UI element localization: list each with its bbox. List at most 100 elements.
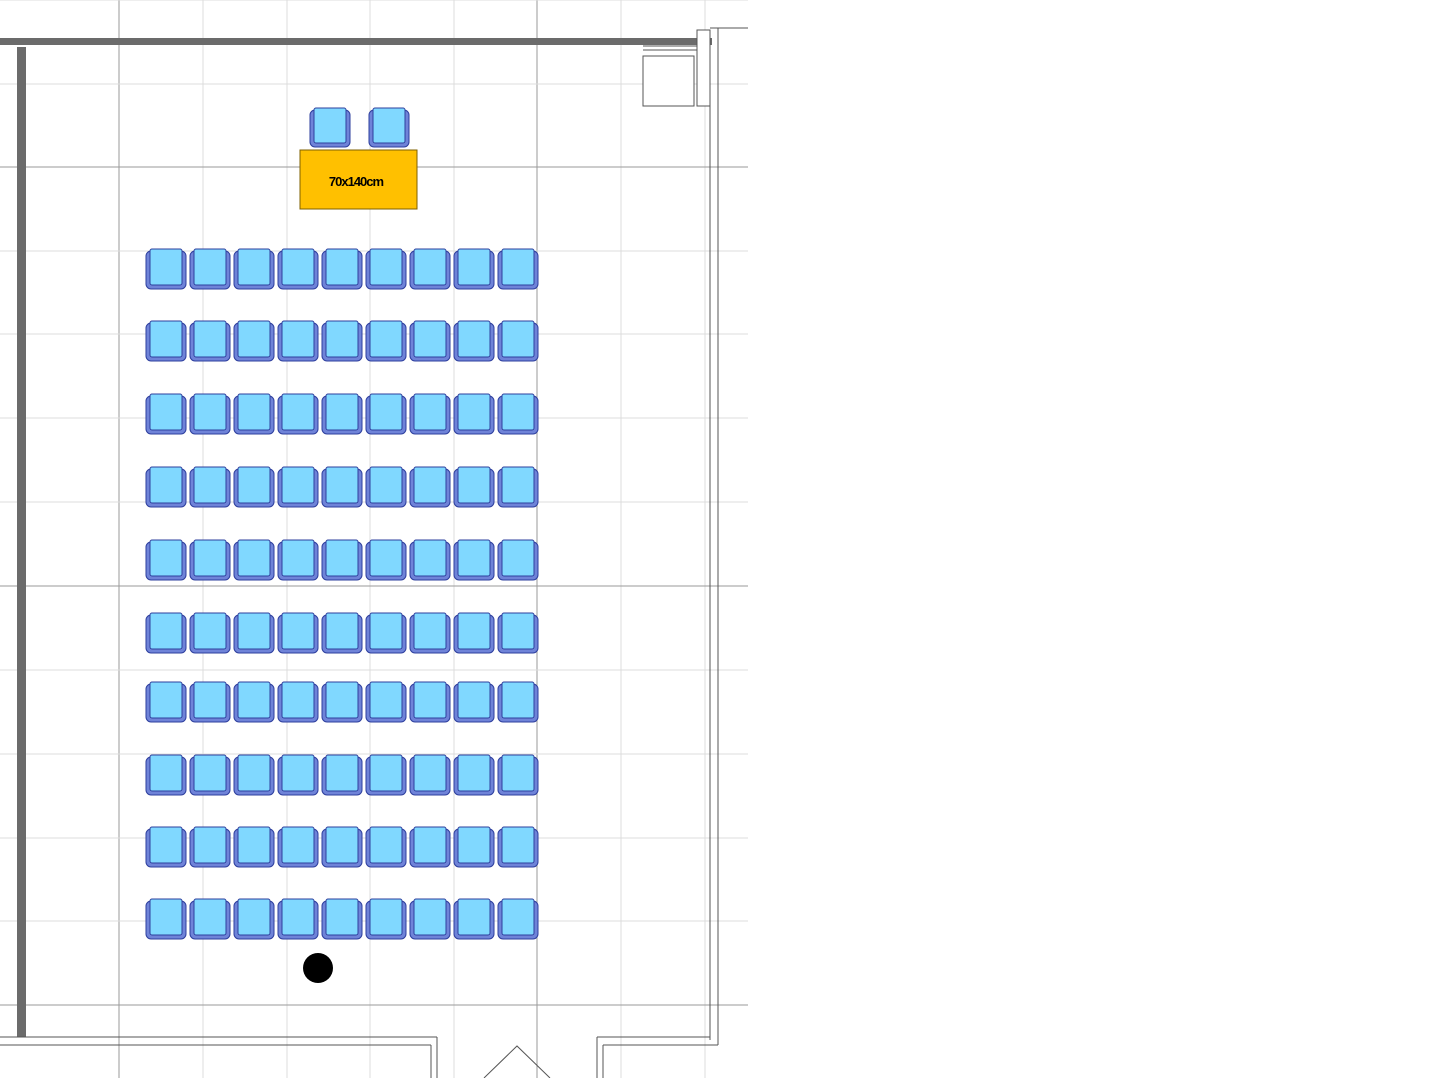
chair-seat: [149, 612, 183, 650]
audience-chair: [409, 393, 451, 435]
chair-seat: [369, 826, 403, 864]
seat-row: [145, 248, 539, 290]
chair-seat: [325, 826, 359, 864]
audience-chair: [321, 539, 363, 581]
audience-chair: [145, 539, 187, 581]
audience-chair: [497, 754, 539, 796]
audience-chair: [321, 248, 363, 290]
audience-chair: [453, 826, 495, 868]
seat-row: [145, 393, 539, 435]
audience-chair: [453, 681, 495, 723]
chair-seat: [281, 539, 315, 577]
chair-seat: [413, 612, 447, 650]
seat-row: [145, 898, 539, 940]
chair-seat: [149, 898, 183, 936]
audience-chair: [365, 826, 407, 868]
seat-row: [145, 826, 539, 868]
audience-chair: [277, 466, 319, 508]
chair-seat: [369, 393, 403, 431]
audience-chair: [189, 612, 231, 654]
chair-seat: [457, 898, 491, 936]
audience-chair: [453, 248, 495, 290]
audience-chair: [365, 754, 407, 796]
audience-chair: [409, 754, 451, 796]
presenter-chair: [309, 107, 351, 148]
audience-chair: [233, 320, 275, 362]
chair-seat: [281, 612, 315, 650]
chair-seat: [281, 826, 315, 864]
audience-seating: [145, 248, 539, 940]
audience-chair: [277, 612, 319, 654]
seat-row: [145, 612, 539, 654]
audience-chair: [233, 681, 275, 723]
chair-seat: [281, 320, 315, 358]
audience-chair: [453, 393, 495, 435]
audience-chair: [233, 248, 275, 290]
presenter-table: 70x140cm: [299, 149, 418, 210]
audience-chair: [409, 248, 451, 290]
chair-seat: [457, 320, 491, 358]
chair-seat: [413, 754, 447, 792]
chair-seat: [237, 320, 271, 358]
chair-seat: [413, 320, 447, 358]
audience-chair: [365, 320, 407, 362]
chair-seat: [501, 826, 535, 864]
audience-chair: [409, 466, 451, 508]
chair-seat: [325, 754, 359, 792]
audience-chair: [321, 466, 363, 508]
audience-chair: [497, 612, 539, 654]
audience-chair: [497, 681, 539, 723]
audience-chair: [145, 898, 187, 940]
audience-chair: [453, 612, 495, 654]
audience-chair: [497, 539, 539, 581]
audience-chair: [321, 754, 363, 796]
audience-chair: [145, 393, 187, 435]
chair-seat: [372, 107, 406, 144]
chair-seat: [149, 826, 183, 864]
chair-seat: [237, 754, 271, 792]
chair-seat: [237, 612, 271, 650]
top-wall: [0, 38, 712, 45]
audience-chair: [321, 393, 363, 435]
audience-chair: [233, 539, 275, 581]
audience-chair: [321, 320, 363, 362]
chair-seat: [501, 320, 535, 358]
audience-chair: [409, 898, 451, 940]
chair-seat: [501, 681, 535, 719]
audience-chair: [453, 754, 495, 796]
chair-seat: [325, 320, 359, 358]
audience-chair: [365, 466, 407, 508]
audience-chair: [233, 612, 275, 654]
chair-seat: [281, 681, 315, 719]
chair-seat: [457, 248, 491, 286]
chair-seat: [281, 898, 315, 936]
seat-row: [145, 539, 539, 581]
chair-seat: [325, 898, 359, 936]
chair-seat: [281, 754, 315, 792]
audience-chair: [233, 754, 275, 796]
audience-chair: [453, 898, 495, 940]
chair-seat: [369, 612, 403, 650]
table-rect: [299, 149, 418, 210]
location-marker: [303, 953, 333, 983]
audience-chair: [145, 826, 187, 868]
corner-column: [696, 29, 711, 107]
chair-seat: [457, 826, 491, 864]
audience-chair: [277, 898, 319, 940]
chair-seat: [501, 754, 535, 792]
left-wall: [17, 47, 26, 1037]
chair-seat: [193, 539, 227, 577]
chair-seat: [325, 612, 359, 650]
table-size-label: 70x140cm: [329, 174, 384, 189]
chair-seat: [457, 466, 491, 504]
entrance-arrow: [483, 1045, 551, 1078]
chair-seat: [149, 754, 183, 792]
chair-seat: [325, 681, 359, 719]
chair-seat: [237, 248, 271, 286]
audience-chair: [189, 320, 231, 362]
audience-chair: [145, 681, 187, 723]
audience-chair: [189, 681, 231, 723]
presenter-chair: [368, 107, 410, 148]
audience-chair: [497, 826, 539, 868]
chair-seat: [325, 539, 359, 577]
